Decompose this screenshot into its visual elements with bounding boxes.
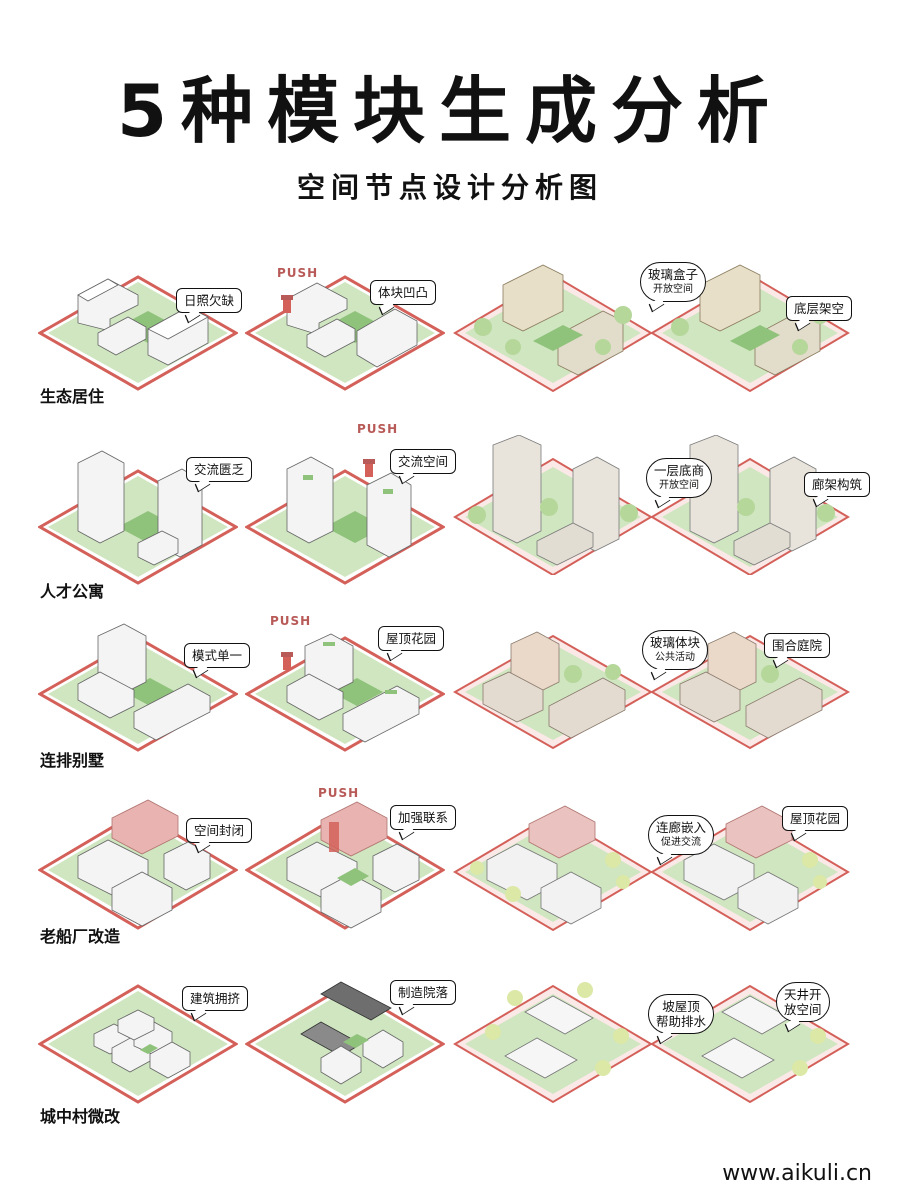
row1-callout-pilotis: 底层架空 xyxy=(786,296,853,321)
row2-callout-pergola: 廊架构筑 xyxy=(804,472,871,497)
row4-panel3-diagram xyxy=(453,798,653,938)
row2-panel3-diagram xyxy=(453,435,653,575)
row5-callout-crowded: 建筑拥挤 xyxy=(182,986,249,1011)
row3-label: 连排别墅 xyxy=(40,751,105,770)
row4-callout-roof-garden: 屋顶花园 xyxy=(782,806,849,831)
row3-callout-glass-block-line2: 公共活动 xyxy=(655,652,695,663)
page-title: 5种模块生成分析 xyxy=(116,69,784,153)
row3-callout-single-mode: 模式单一 xyxy=(184,643,251,668)
row1-callout-glassbox-line1: 玻璃盒子 xyxy=(648,267,699,282)
row3-callout-roof-garden: 屋顶花园 xyxy=(378,626,445,651)
row4-panel2-diagram xyxy=(245,798,445,938)
row2-panel4-diagram xyxy=(650,435,850,575)
row5-callout-pitched-roof-line2: 帮助排水 xyxy=(656,1014,707,1029)
row4-callout-strengthen-link: 加强联系 xyxy=(390,805,457,830)
page-subtitle: 空间节点设计分析图 xyxy=(296,171,603,204)
row1-panel1-diagram xyxy=(38,255,238,395)
row2-callout-lack-exchange: 交流匮乏 xyxy=(186,457,253,482)
row2-panel2-diagram xyxy=(245,445,445,585)
row5-label: 城中村微改 xyxy=(40,1107,121,1126)
row3-callout-courtyard: 围合庭院 xyxy=(764,633,831,658)
row5-callout-pitched-roof: 坡屋顶 帮助排水 xyxy=(648,994,715,1034)
row1-panel2-diagram xyxy=(245,255,445,395)
row2-callout-ground-shops-line1: 一层底商 xyxy=(654,463,705,478)
row4-label: 老船厂改造 xyxy=(40,927,121,946)
row2-callout-ground-shops: 一层底商 开放空间 xyxy=(646,458,713,498)
row3-push-label: PUSH xyxy=(270,614,312,628)
row4-callout-enclosed: 空间封闭 xyxy=(186,818,253,843)
row3-callout-glass-block: 玻璃体块 公共活动 xyxy=(642,630,709,670)
row1-callout-sunlight: 日照欠缺 xyxy=(176,288,243,313)
row1-callout-glassbox-line2: 开放空间 xyxy=(653,284,693,295)
row1-label: 生态居住 xyxy=(40,387,105,406)
row2-callout-exchange-space: 交流空间 xyxy=(390,449,457,474)
row2-label: 人才公寓 xyxy=(40,582,105,601)
watermark: www.aikuli.cn xyxy=(722,1161,872,1186)
row2-panel1-diagram xyxy=(38,445,238,585)
row5-callout-patio: 天井开 放空间 xyxy=(776,982,830,1022)
row2-push-label: PUSH xyxy=(357,422,399,436)
row5-panel2-diagram xyxy=(245,972,445,1112)
row1-callout-volume: 体块凹凸 xyxy=(370,280,437,305)
row3-callout-glass-block-line1: 玻璃体块 xyxy=(650,635,701,650)
row5-panel3-diagram xyxy=(453,972,653,1112)
row2-callout-ground-shops-line2: 开放空间 xyxy=(659,480,699,491)
row5-callout-pitched-roof-line1: 坡屋顶 xyxy=(662,999,700,1014)
row5-callout-courtyard: 制造院落 xyxy=(390,980,457,1005)
row1-callout-glassbox: 玻璃盒子 开放空间 xyxy=(640,262,707,302)
row3-panel1-diagram xyxy=(38,622,238,762)
row3-panel2-diagram xyxy=(245,622,445,762)
row1-panel3-diagram xyxy=(453,255,653,395)
row3-panel4-diagram xyxy=(650,622,850,762)
row4-push-label: PUSH xyxy=(318,786,360,800)
row4-callout-corridor: 连廊嵌入 促进交流 xyxy=(648,815,715,855)
row5-panel1-diagram xyxy=(38,972,238,1112)
row1-push-label: PUSH xyxy=(277,266,319,280)
row5-callout-patio-line2: 放空间 xyxy=(784,1002,822,1017)
row4-callout-corridor-line2: 促进交流 xyxy=(661,837,701,848)
row3-panel3-diagram xyxy=(453,622,653,762)
row5-callout-patio-line1: 天井开 xyxy=(784,987,822,1002)
row4-callout-corridor-line1: 连廊嵌入 xyxy=(656,820,707,835)
